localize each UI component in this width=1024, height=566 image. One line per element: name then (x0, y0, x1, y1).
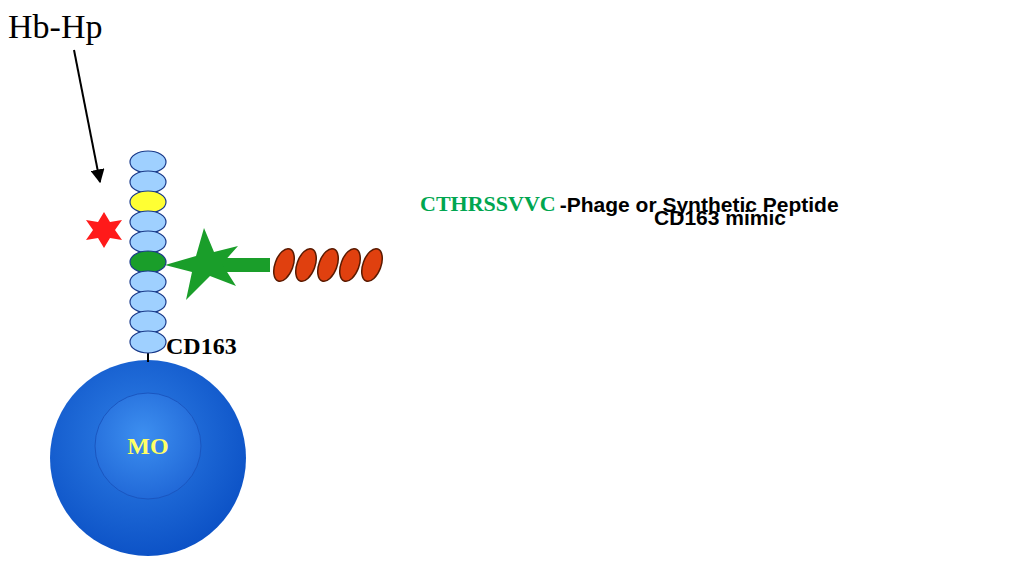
receptor-domain (130, 251, 166, 273)
receptor-domain (130, 271, 166, 293)
receptor-domain (130, 211, 166, 233)
phage-head (165, 228, 238, 300)
complex-label: Hb-Hp (8, 10, 102, 44)
receptor-domain (130, 231, 166, 253)
nucleus-circle (95, 393, 201, 499)
tail-segment (358, 246, 387, 284)
receptor-domain (130, 311, 166, 333)
mimic-label: CD163 mimic (654, 207, 786, 228)
receptor-domain (130, 151, 166, 173)
receptor-domains (126, 150, 170, 352)
peptide-sequence: CTHRSSVVC (420, 193, 556, 215)
pointer-arrow (74, 50, 100, 182)
hb-hp-complex (86, 212, 122, 248)
cd163-receptor: CD163 (126, 150, 170, 352)
tail-segment (336, 246, 365, 284)
tail-segment (270, 246, 299, 284)
cell-nucleus: MO (94, 392, 202, 500)
receptor-label: CD163 (166, 334, 237, 358)
cell-body (50, 360, 246, 556)
receptor-domain (130, 291, 166, 313)
receptor-domain (130, 191, 166, 213)
tail-segment (292, 246, 321, 284)
cell-label: MO (127, 434, 168, 458)
tail-segment (314, 246, 343, 284)
receptor-domain (130, 331, 166, 353)
phage-tail (270, 246, 387, 284)
receptor-domain (130, 171, 166, 193)
